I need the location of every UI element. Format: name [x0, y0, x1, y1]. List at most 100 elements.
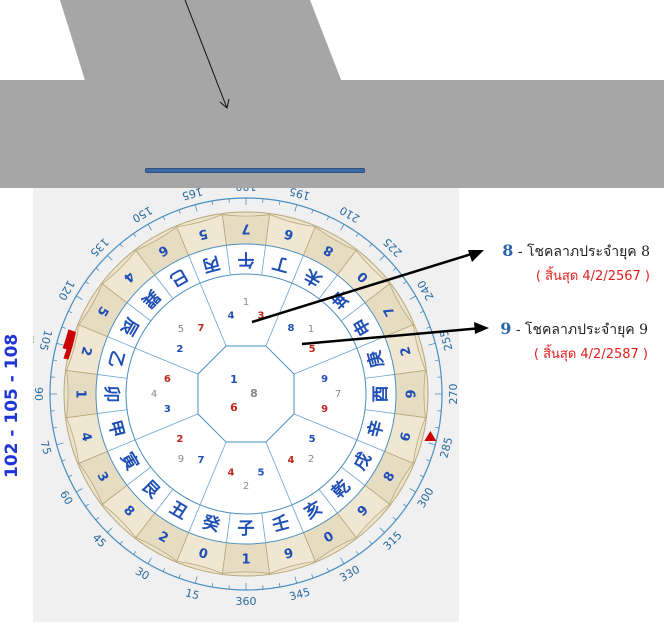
sector-star-number: 8 [287, 323, 294, 334]
trigram-number: 9 [283, 546, 296, 563]
degree-tick [76, 295, 83, 300]
degree-tick [133, 233, 137, 237]
degree-tick [409, 295, 416, 300]
degree-label: 75 [37, 439, 53, 456]
degree-tick [133, 551, 137, 555]
center-star-number: 1 [230, 373, 238, 386]
sector-star-number: 2 [176, 434, 183, 445]
plan-facing-line [145, 168, 365, 173]
mountain-divider [291, 504, 304, 533]
arrow-period-9 [301, 326, 483, 346]
facing-degree-label: 102 - 105 - 108 [2, 333, 22, 478]
callout-period-9: 9 - โชคลาภประจำยุค 9 ( สิ้นสุด 4/2/2587 … [500, 319, 648, 364]
building-plan-top [60, 0, 345, 90]
pointer-arrowhead [215, 80, 230, 109]
trigram-number: 9 [405, 389, 420, 398]
degree-tick [369, 243, 373, 248]
mountain-divider [318, 274, 338, 300]
degree-tick [61, 459, 66, 462]
degree-tick [211, 200, 214, 205]
sector-star-number: 1 [308, 324, 314, 335]
degree-tick [419, 474, 424, 478]
degree-label: 255 [437, 328, 455, 352]
degree-tick [326, 567, 330, 572]
degree-tick [119, 540, 123, 545]
degree-tick [52, 426, 57, 429]
mountain-divider [291, 255, 304, 284]
direction-pointer-line [184, 0, 221, 90]
sector-divider [263, 438, 293, 506]
degree-label: 180 [236, 188, 257, 193]
degree-tick [178, 209, 181, 214]
degree-tick [294, 204, 298, 212]
trigram-number: 5 [197, 225, 210, 242]
center-star-number: 8 [250, 387, 258, 400]
sector-star-number: 7 [198, 455, 205, 466]
sector-star-number: 3 [258, 310, 265, 321]
sector-star-number: 7 [335, 389, 341, 400]
degree-tick [403, 503, 407, 507]
degree-tick [278, 200, 281, 205]
degree-tick [95, 517, 100, 521]
mountain-character: 酉 [371, 386, 391, 403]
trigram-number: 1 [241, 553, 250, 568]
mountain-character: 壬 [270, 513, 292, 537]
degree-tick [85, 503, 89, 507]
mountain-character: 乙 [104, 348, 128, 370]
degree-tick [95, 267, 100, 271]
degree-label: 90 [33, 387, 45, 401]
degree-tick [294, 576, 298, 584]
east-marker-label: E [33, 336, 34, 345]
trigram-number: 6 [398, 431, 415, 444]
degree-tick [162, 216, 166, 221]
mountain-divider [97, 409, 128, 414]
degree-tick [61, 326, 66, 329]
center-star-number: 6 [230, 401, 238, 414]
degree-tick [278, 583, 281, 588]
degree-tick [340, 557, 345, 564]
trigram-number: 0 [197, 546, 210, 563]
degree-tick [392, 517, 397, 521]
sector-divider [290, 347, 358, 377]
degree-tick [211, 583, 214, 588]
degree-tick [56, 442, 64, 446]
center-octagon [197, 345, 295, 443]
mountain-character: 庚 [364, 348, 389, 370]
degree-tick [76, 488, 83, 493]
sector-star-number: 4 [228, 310, 235, 321]
sector-divider [290, 411, 358, 441]
sector-divider [199, 438, 229, 506]
mountain-divider [261, 245, 266, 276]
sector-star-number: 4 [151, 389, 157, 400]
sector-star-number: 9 [178, 454, 184, 465]
degree-tick [379, 255, 385, 261]
degree-tick [435, 426, 440, 429]
degree-tick [340, 224, 345, 231]
mountain-character: 辛 [364, 418, 389, 440]
degree-tick [355, 551, 359, 555]
degree-label: 15 [184, 586, 201, 602]
sector-star-number: 2 [176, 344, 183, 355]
trigram-number: 4 [77, 431, 94, 444]
degree-tick [428, 442, 436, 446]
degree-tick [107, 527, 113, 533]
trigram-number: 6 [283, 225, 296, 242]
arrow-period-8 [251, 250, 479, 324]
degree-tick [56, 342, 64, 346]
mountain-divider [318, 488, 338, 514]
degree-label: 60 [57, 488, 75, 507]
mountain-divider [340, 302, 366, 322]
period-9-end: ( สิ้นสุด 4/2/2587 ) [533, 347, 648, 362]
trigram-number: 2 [77, 345, 94, 358]
period-8-number: 8 [502, 241, 514, 260]
mountain-divider [340, 466, 366, 486]
trigram-number: 1 [73, 389, 88, 398]
sitting-marker-triangle [424, 430, 437, 441]
sector-star-number: 9 [321, 404, 328, 415]
sector-star-number: 1 [243, 297, 249, 308]
sector-divider [199, 282, 229, 350]
sector-star-number: 7 [198, 323, 205, 334]
degree-label: 345 [288, 585, 312, 603]
sector-star-number: 5 [178, 324, 184, 335]
